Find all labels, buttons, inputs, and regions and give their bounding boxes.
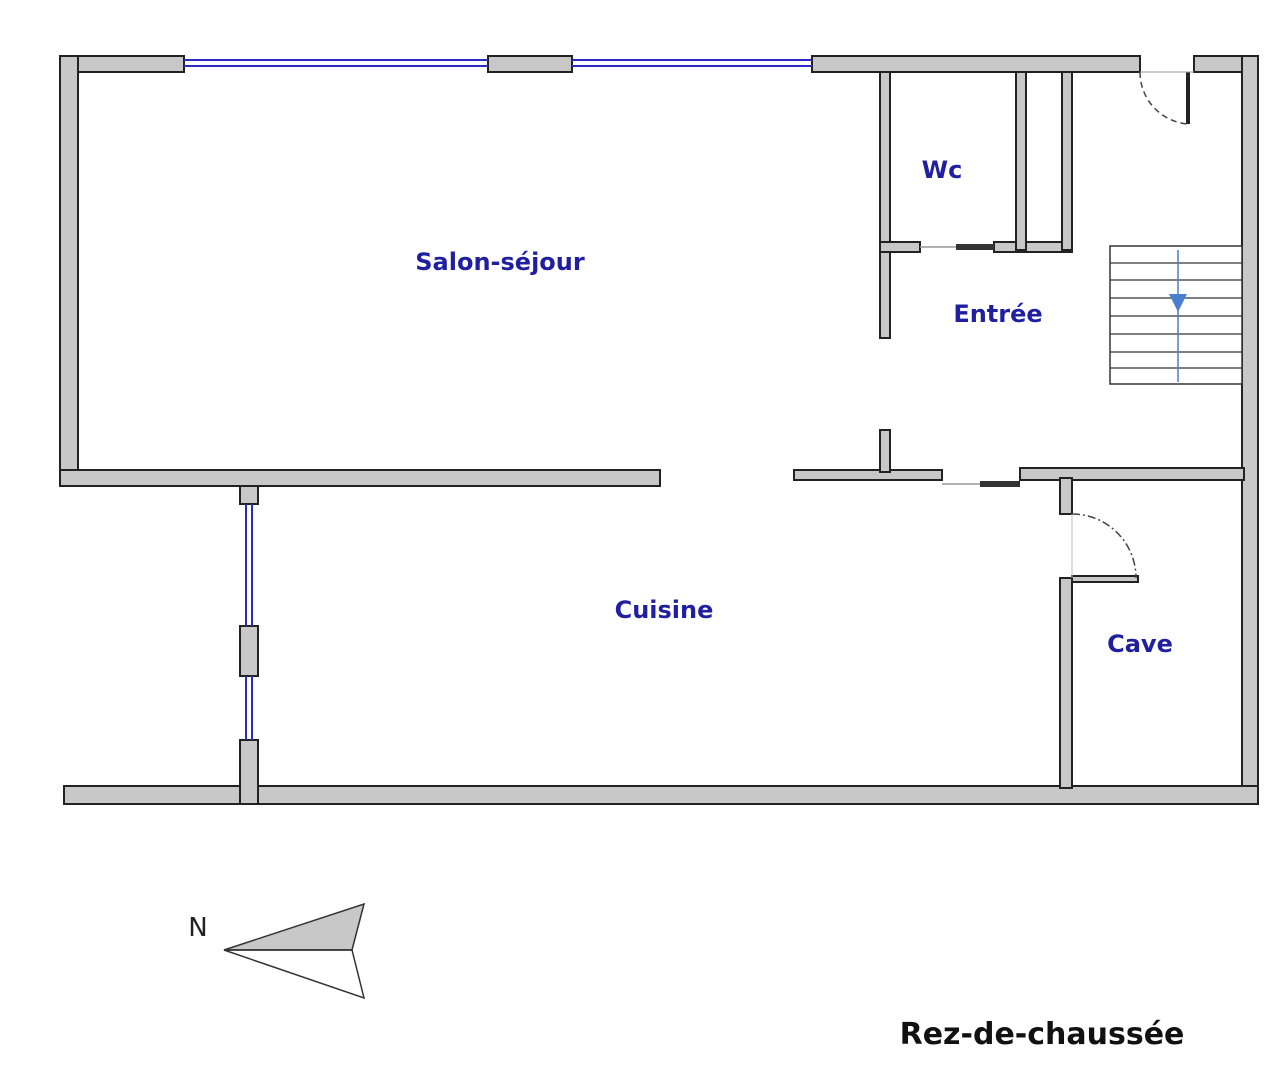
- floor-label: Rez-de-chaussée: [900, 1017, 1185, 1052]
- wall-salon-cuisine-left: [59, 469, 661, 487]
- wall-wc-bottom-right: [993, 241, 1073, 253]
- wall-salon-wc: [879, 71, 891, 245]
- north-arrow-icon: [223, 902, 366, 1000]
- north-arrow-lower: [223, 949, 366, 1000]
- wall-cuisine-left-mid: [239, 625, 259, 677]
- wall-right: [1241, 55, 1259, 805]
- front-door-swing: [1139, 71, 1189, 125]
- wall-cave-door-stop: [1071, 575, 1139, 583]
- wall-entree-cave: [1019, 467, 1245, 481]
- wc-sliding-door: [956, 244, 994, 250]
- stair-down-arrow-icon: [1169, 294, 1187, 312]
- room-label-salon: Salon-séjour: [415, 248, 585, 276]
- wall-wc-right: [1015, 71, 1027, 251]
- doors: [920, 71, 1194, 579]
- wall-cave-left: [1059, 577, 1073, 789]
- room-label-wc: Wc: [922, 156, 963, 184]
- room-label-cuisine: Cuisine: [615, 596, 714, 624]
- wall-wc-bottom-left: [879, 241, 921, 253]
- cuisine-sliding-door: [980, 481, 1020, 487]
- wall-stub-divider: [879, 429, 891, 473]
- interior-walls: [59, 71, 1245, 789]
- north-arrow-upper: [223, 902, 366, 951]
- wall-left-salon: [59, 55, 79, 487]
- wall-bottom: [63, 785, 1259, 805]
- wall-top-right: [811, 55, 1141, 73]
- room-label-entree: Entrée: [953, 300, 1042, 328]
- wall-cuisine-left-bottom: [239, 739, 259, 805]
- north-label: N: [188, 913, 207, 943]
- wall-salon-entree: [879, 243, 891, 339]
- room-label-cave: Cave: [1107, 630, 1173, 658]
- staircase: [1109, 245, 1243, 385]
- stair-outline: [1109, 245, 1243, 385]
- cave-door-swing: [1071, 513, 1137, 579]
- wall-duct-right: [1061, 71, 1073, 251]
- wall-top-pier: [487, 55, 573, 73]
- windows: [184, 59, 812, 740]
- outer-walls: [59, 55, 1259, 805]
- wall-salon-cuisine-right: [793, 469, 943, 481]
- wall-cave-top: [1059, 477, 1073, 515]
